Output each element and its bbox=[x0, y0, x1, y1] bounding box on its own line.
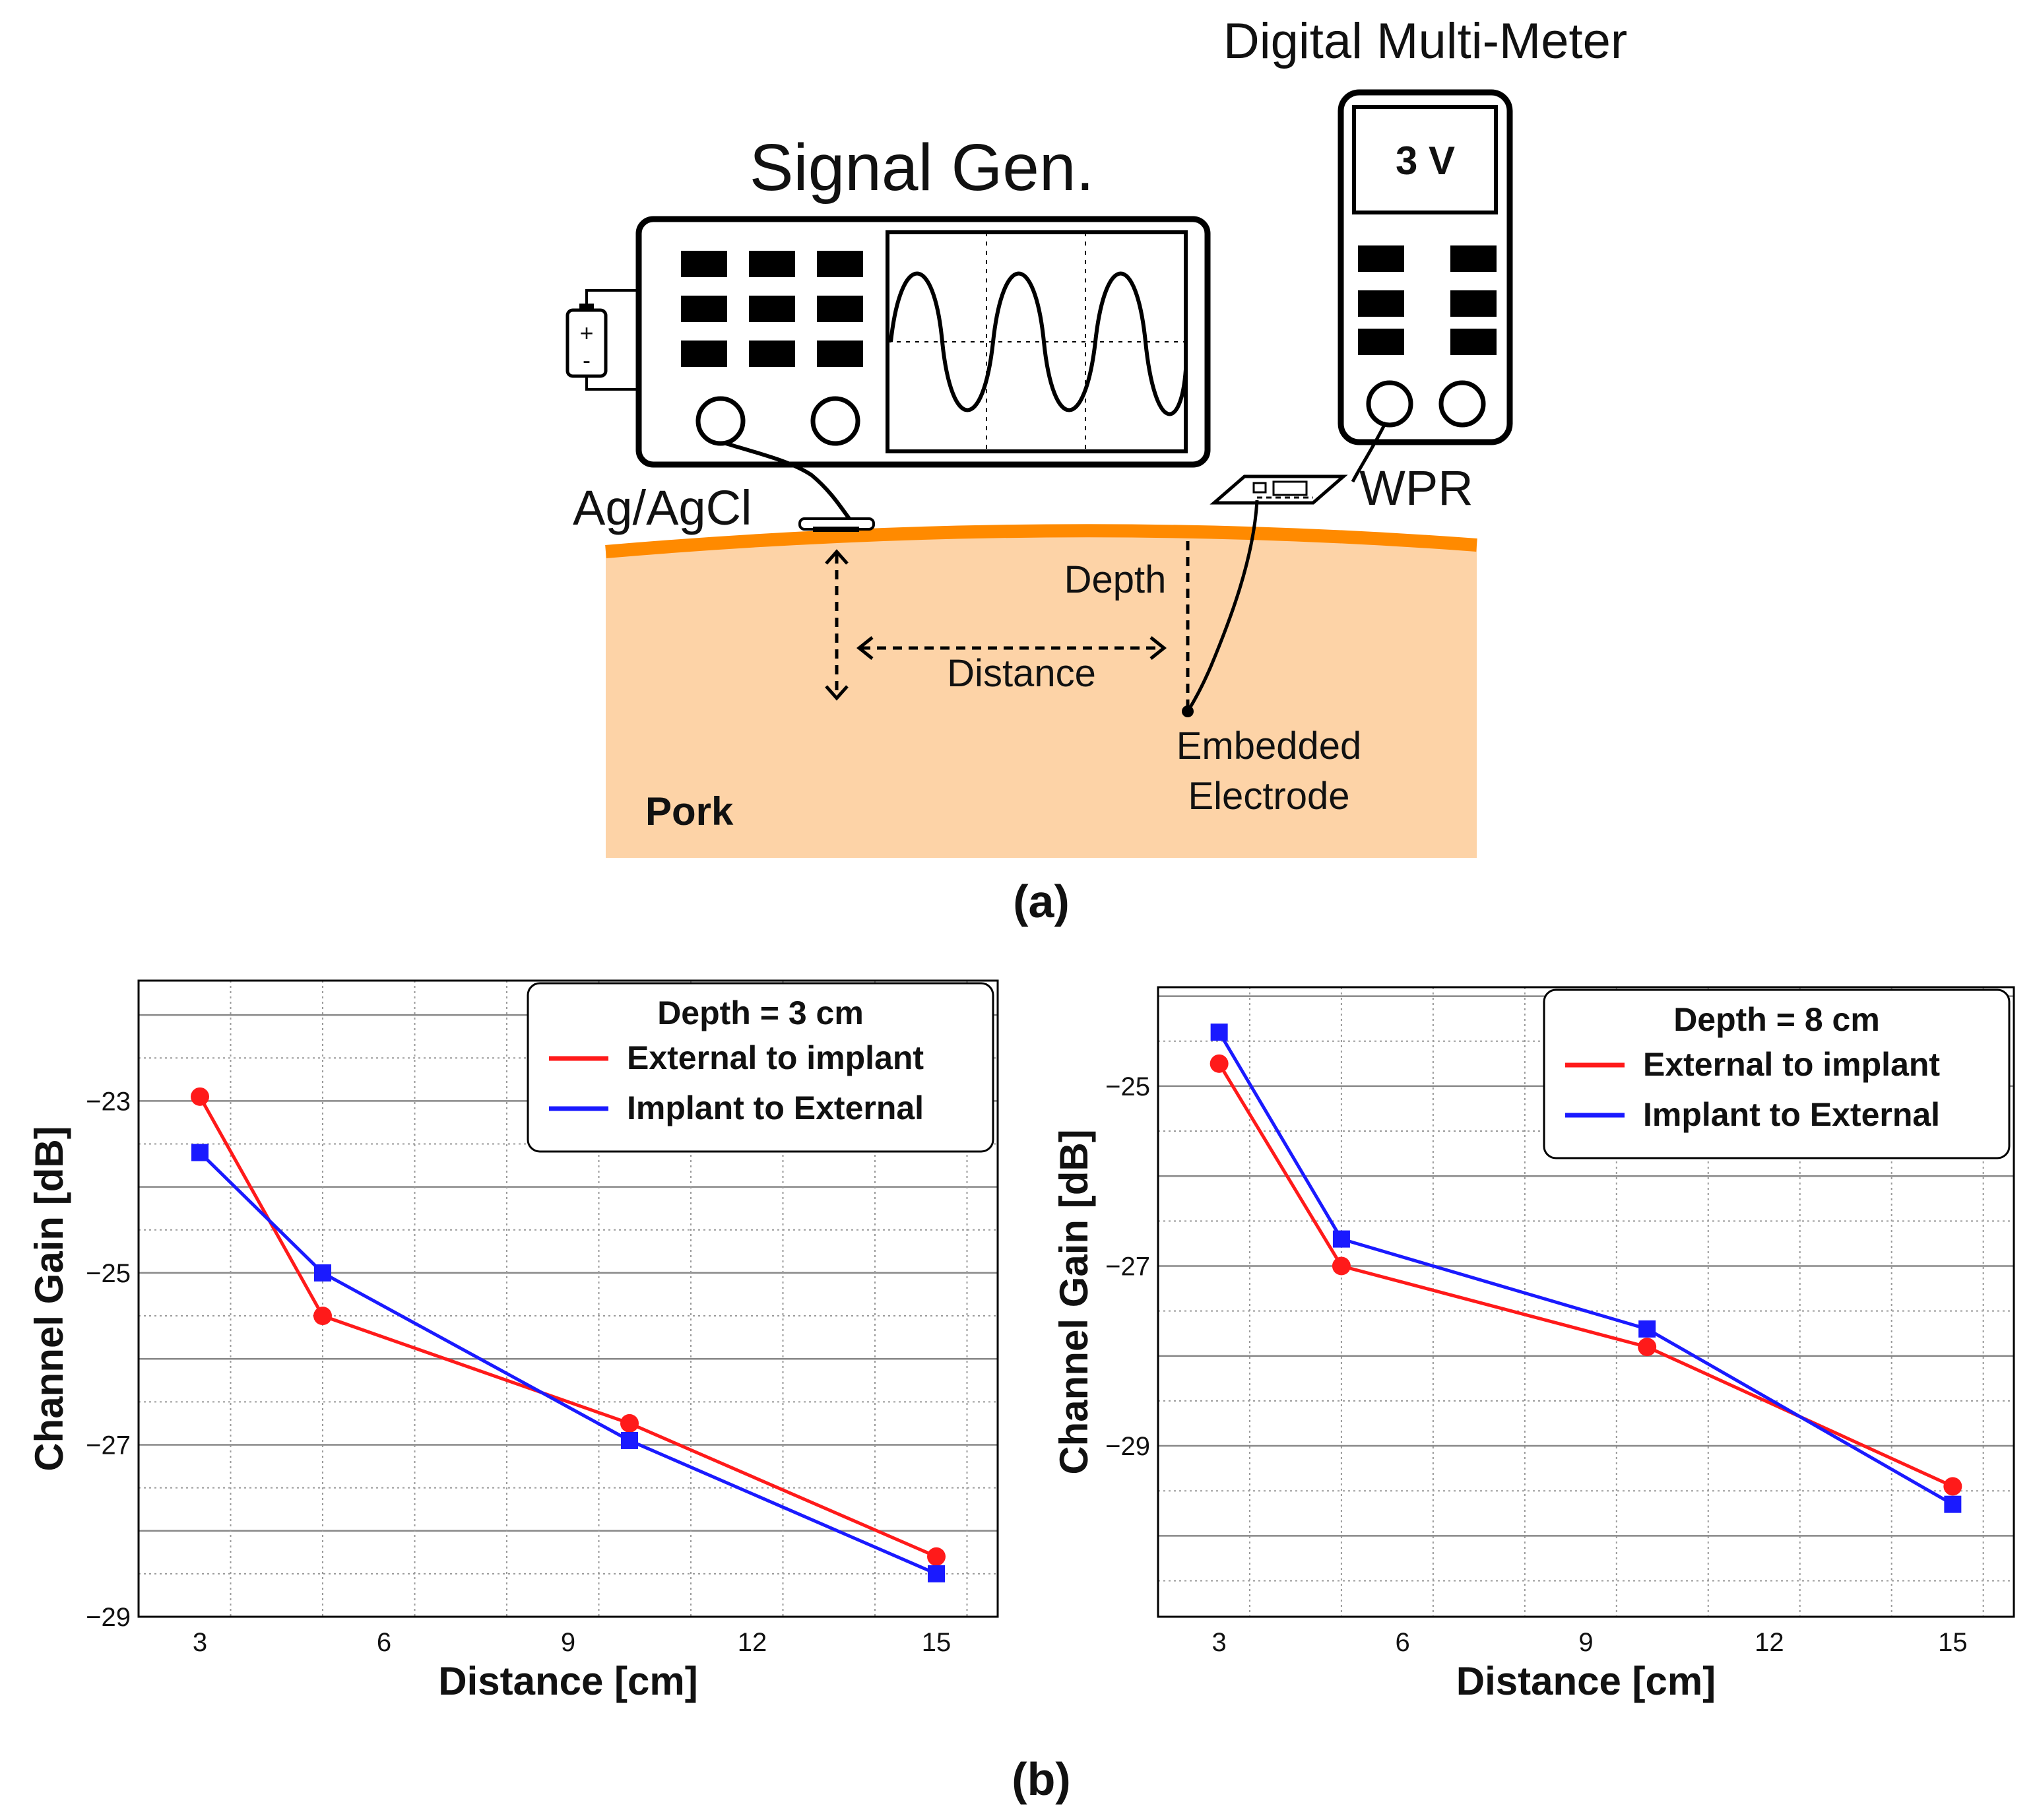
y-tick-label: −27 bbox=[86, 1431, 131, 1460]
caption-a: (a) bbox=[1013, 876, 1070, 927]
plot-frame bbox=[1157, 986, 2015, 1618]
data-point bbox=[1943, 1477, 1962, 1496]
knob-icon bbox=[810, 396, 860, 446]
depth-label: Depth bbox=[1064, 558, 1167, 601]
data-point bbox=[1332, 1256, 1351, 1276]
x-tick-label: 9 bbox=[561, 1628, 575, 1657]
legend-entry: External to implant bbox=[627, 1039, 924, 1076]
distance-arrow bbox=[856, 636, 1167, 660]
y-tick-label: −29 bbox=[1105, 1432, 1150, 1461]
signal-gen-label: Signal Gen. bbox=[750, 131, 1095, 205]
data-point bbox=[928, 1565, 945, 1582]
battery-icon: + - bbox=[565, 289, 639, 391]
data-point bbox=[191, 1144, 209, 1161]
data-point bbox=[191, 1087, 209, 1106]
series-line-implant-to-external bbox=[1217, 1031, 1954, 1506]
wpr-board-icon bbox=[1210, 474, 1348, 505]
y-axis-label: Channel Gain [dB] bbox=[27, 1126, 71, 1471]
probe-jack-icon bbox=[1438, 380, 1486, 428]
x-tick-label: 3 bbox=[193, 1628, 207, 1657]
data-point bbox=[1210, 1024, 1228, 1041]
y-tick-label: −27 bbox=[1105, 1252, 1150, 1281]
data-point bbox=[313, 1307, 332, 1326]
x-tick-label: 15 bbox=[922, 1628, 952, 1657]
probe-jack-icon bbox=[1366, 380, 1413, 428]
y-tick-label: −25 bbox=[86, 1259, 131, 1288]
legend-title: Depth = 3 cm bbox=[657, 994, 864, 1031]
pork-label: Pork bbox=[645, 789, 734, 833]
y-tick-label: −29 bbox=[86, 1603, 131, 1632]
implant-wire bbox=[1186, 500, 1259, 713]
data-point bbox=[1638, 1320, 1656, 1338]
y-tick-label: −25 bbox=[1105, 1072, 1150, 1101]
x-tick-label: 15 bbox=[1938, 1628, 1968, 1657]
x-tick-label: 12 bbox=[738, 1628, 767, 1657]
distance-label: Distance bbox=[947, 652, 1096, 695]
agagcl-electrode bbox=[798, 517, 875, 532]
x-axis-label: Distance [cm] bbox=[1456, 1659, 1716, 1703]
data-point bbox=[1638, 1338, 1657, 1357]
digital-multimeter: 3 V bbox=[1338, 89, 1513, 445]
x-tick-label: 6 bbox=[377, 1628, 391, 1657]
output-knob-icon bbox=[695, 396, 746, 446]
data-point bbox=[1944, 1495, 1962, 1513]
embedded-label-2: Electrode bbox=[1188, 775, 1349, 818]
setup-diagram: Signal Gen. + - Ag/AgCl Digital Multi-Me… bbox=[565, 13, 1627, 927]
x-tick-label: 6 bbox=[1395, 1628, 1409, 1657]
agagcl-label: Ag/AgCl bbox=[573, 480, 752, 535]
legend-entry: Implant to External bbox=[1643, 1096, 1940, 1133]
x-tick-label: 9 bbox=[1578, 1628, 1593, 1657]
meter-reading: 3 V bbox=[1396, 139, 1455, 183]
button-grid-icon bbox=[681, 251, 863, 367]
caption-b: (b) bbox=[1012, 1753, 1070, 1805]
y-tick-label: −23 bbox=[86, 1087, 131, 1116]
meter-display bbox=[1352, 105, 1498, 214]
svg-text:-: - bbox=[583, 346, 591, 374]
signal-generator bbox=[635, 216, 1211, 468]
data-point bbox=[620, 1414, 639, 1433]
dmm-label: Digital Multi-Meter bbox=[1223, 13, 1627, 69]
wpr-label: WPR bbox=[1359, 461, 1473, 515]
legend-entry: External to implant bbox=[1643, 1046, 1940, 1083]
signal-cable bbox=[725, 441, 853, 523]
pork-tissue bbox=[606, 529, 1477, 858]
x-tick-label: 12 bbox=[1755, 1628, 1784, 1657]
legend-box bbox=[1543, 989, 2011, 1159]
depth-arrow bbox=[835, 541, 1190, 706]
data-point bbox=[621, 1431, 638, 1449]
skin-surface bbox=[605, 524, 1477, 558]
sine-wave-icon bbox=[889, 271, 1188, 416]
svg-text:+: + bbox=[579, 319, 593, 346]
legend-title: Depth = 8 cm bbox=[1673, 1001, 1880, 1038]
embedded-label-1: Embedded bbox=[1177, 725, 1362, 767]
meter-cable bbox=[1351, 421, 1388, 483]
data-point bbox=[314, 1264, 331, 1282]
data-point bbox=[1210, 1054, 1229, 1073]
series-line-external-to-implant bbox=[198, 1095, 937, 1559]
series-line-implant-to-external bbox=[199, 1151, 937, 1576]
y-axis-label: Channel Gain [dB] bbox=[1052, 1129, 1096, 1474]
data-point bbox=[1332, 1230, 1350, 1248]
x-tick-label: 3 bbox=[1212, 1628, 1227, 1657]
plot-frame bbox=[137, 979, 999, 1618]
embedded-electrode-dot bbox=[1182, 705, 1194, 717]
legend-entry: Implant to External bbox=[627, 1089, 924, 1126]
data-point bbox=[927, 1547, 946, 1566]
x-axis-label: Distance [cm] bbox=[438, 1659, 697, 1703]
legend-box bbox=[527, 982, 994, 1153]
